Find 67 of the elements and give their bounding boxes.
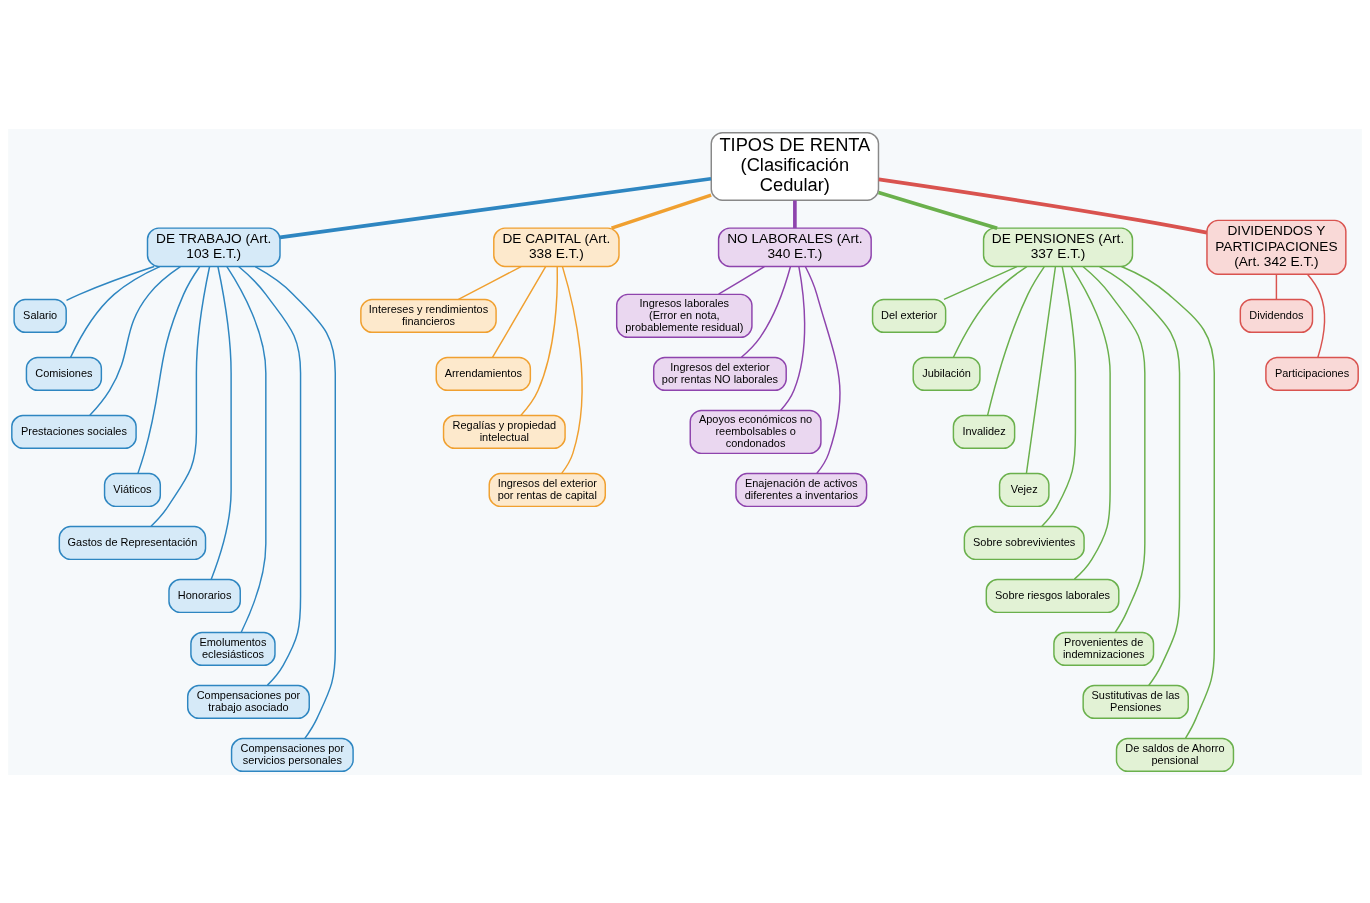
node-box: Invalidez <box>952 414 1016 449</box>
connector <box>237 265 302 686</box>
connector <box>986 265 1045 416</box>
node-box: Arrendamientos <box>435 356 532 391</box>
node-box: Gastos de Representación <box>58 525 207 560</box>
node-box: TIPOS DE RENTA (Clasificación Cedular) <box>710 131 880 201</box>
node-box: Enajenación de activos diferentes a inventarios <box>735 472 868 507</box>
connector <box>1120 265 1215 739</box>
connector <box>210 265 232 580</box>
node-box: Vejez <box>998 472 1050 507</box>
connector <box>1070 265 1111 580</box>
node-box: Emolumentos eclesiásticos <box>190 631 276 666</box>
node-box: Ingresos del exterior por rentas NO laborales <box>653 356 787 391</box>
node-box: Dividendos <box>1239 298 1314 333</box>
node-box: Compensaciones por servicios personales <box>230 737 354 772</box>
node-box: DE CAPITAL (Art. 338 E.T.) <box>493 226 620 267</box>
connector <box>1025 265 1057 474</box>
node-box: Comisiones <box>25 356 103 391</box>
node-box: Sobre riesgos laborales <box>985 578 1120 613</box>
connector <box>150 265 211 527</box>
connector <box>1098 265 1181 686</box>
connector <box>520 265 559 416</box>
node-box: Compensaciones por trabajo asociado <box>187 684 310 719</box>
connector <box>226 265 267 633</box>
connector <box>1275 273 1278 300</box>
connector <box>89 265 182 416</box>
node-box: DE PENSIONES (Art. 337 E.T.) <box>982 226 1134 267</box>
connector <box>1041 265 1077 527</box>
node-box: Ingresos del exterior por rentas de capital <box>488 472 606 507</box>
node-box: Intereses y rendimientos financieros <box>360 298 497 333</box>
node-box: Participaciones <box>1265 356 1359 391</box>
connector <box>491 265 547 358</box>
node-box: DE TRABAJO (Art. 103 E.T.) <box>146 226 281 267</box>
node-box: Apoyos económicos no reembolsables o condonados <box>689 409 822 454</box>
connector <box>804 265 841 474</box>
connector <box>65 265 155 301</box>
node-box: Ingresos laborales (Error en nota, probablemente residual) <box>615 293 753 338</box>
node-box: De saldos de Ahorro pensional <box>1115 737 1235 772</box>
node-box: Del exterior <box>871 298 947 333</box>
connector <box>952 265 1028 358</box>
connector <box>137 265 201 474</box>
node-box: Sobre sobrevivientes <box>963 525 1085 560</box>
node-box: Sustitutivas de las Pensiones <box>1082 684 1189 719</box>
node-box: Jubilación <box>912 356 981 391</box>
node-box: NO LABORALES (Art. 340 E.T.) <box>717 226 872 267</box>
node-box: Viáticos <box>103 472 162 507</box>
connector <box>561 265 583 474</box>
node-box: Provenientes de indemnizaciones <box>1053 631 1155 666</box>
connector <box>779 265 806 411</box>
node-box: Regalías y propiedad intelectual <box>442 414 566 449</box>
node-box: Prestaciones sociales <box>11 414 137 449</box>
connector <box>279 176 712 239</box>
connector <box>457 265 522 300</box>
connector <box>793 199 797 228</box>
connector <box>611 192 712 230</box>
connector <box>943 265 1018 300</box>
connector <box>877 190 998 230</box>
node-box: DIVIDENDOS Y PARTICIPACIONES (Art. 342 E.T.) <box>1206 219 1347 275</box>
node-box: Salario <box>13 298 67 333</box>
connector <box>1306 273 1326 358</box>
connector <box>717 265 766 295</box>
connector <box>1082 265 1146 633</box>
node-box: Honorarios <box>168 578 241 613</box>
connector <box>878 177 1208 234</box>
connector <box>740 265 792 358</box>
connector <box>254 265 336 739</box>
connector <box>69 265 161 358</box>
